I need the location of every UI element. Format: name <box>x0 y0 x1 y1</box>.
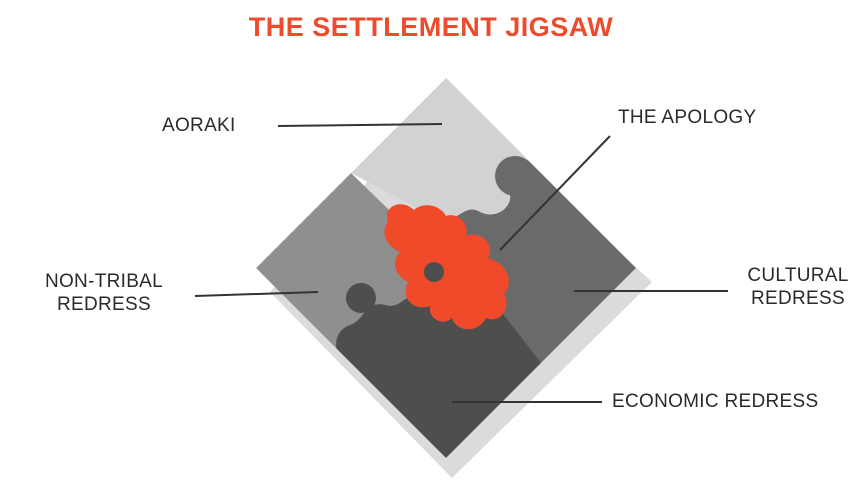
piece-the-apology <box>384 204 509 330</box>
label-non-tribal-redress: NON-TRIBAL REDRESS <box>44 271 164 315</box>
label-cultural-redress: CULTURAL REDRESS <box>747 265 849 309</box>
non-tribal-knob <box>346 283 376 313</box>
piece-economic-redress <box>336 297 541 458</box>
label-the-apology: THE APOLOGY <box>618 107 757 128</box>
apology-hole <box>424 262 444 282</box>
label-aoraki: AORAKI <box>162 115 236 136</box>
non-tribal-leader-line <box>194 291 319 297</box>
diagram-title: THE SETTLEMENT JIGSAW <box>248 12 614 42</box>
piece-aoraki <box>351 78 529 221</box>
label-economic-redress: ECONOMIC REDRESS <box>612 391 819 412</box>
apology-leader-line <box>499 135 611 251</box>
aoraki-leader-line <box>277 123 443 127</box>
cultural-knob <box>495 156 535 196</box>
